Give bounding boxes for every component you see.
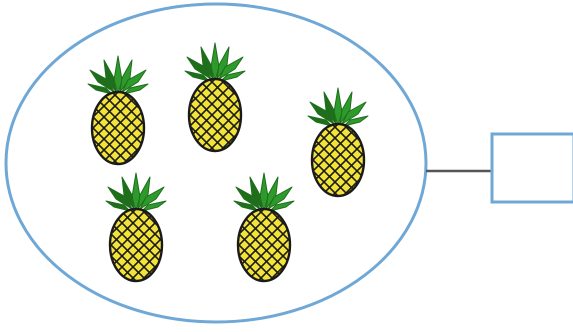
answer-box (492, 134, 573, 202)
